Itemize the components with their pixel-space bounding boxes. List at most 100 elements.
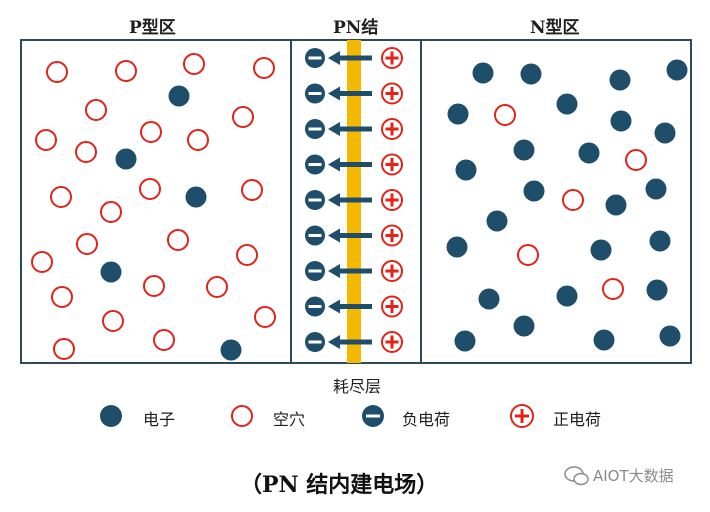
legend-electron-label: 电子 — [143, 410, 176, 429]
electron — [649, 230, 671, 252]
negative-charge — [305, 296, 325, 317]
field-arrow — [328, 157, 372, 172]
positive-charge — [381, 82, 403, 105]
watermark-text: AIOT大数据 — [593, 467, 674, 485]
p-region-label: P型区 — [129, 18, 176, 38]
wechat-icon — [564, 466, 589, 486]
electron — [590, 239, 612, 261]
hole — [253, 57, 275, 79]
electron — [646, 279, 668, 301]
n-region-box — [420, 39, 692, 364]
p-region-particles — [31, 53, 276, 361]
electron — [447, 103, 469, 125]
hole — [625, 149, 647, 171]
positive-charge — [381, 153, 403, 176]
n-region-particles — [446, 59, 688, 352]
negative-charge — [305, 119, 325, 139]
hole — [140, 121, 162, 143]
hole — [85, 99, 107, 121]
positive-charge — [381, 189, 403, 211]
electron — [609, 69, 631, 91]
hole — [31, 251, 53, 273]
electron — [168, 85, 190, 107]
hole — [51, 286, 73, 308]
hole — [254, 306, 276, 328]
positive-charge — [381, 260, 403, 282]
negative-charge — [305, 48, 325, 68]
hole — [494, 104, 516, 126]
hole — [232, 106, 254, 128]
legend-positive-charge-icon — [510, 404, 534, 428]
electron — [520, 63, 542, 85]
hole — [75, 141, 97, 163]
field-arrow — [328, 193, 372, 207]
electron — [220, 339, 242, 361]
watermark: AIOT大数据 — [593, 465, 674, 486]
hole — [46, 61, 68, 83]
hole — [115, 60, 137, 82]
figure-caption: （PN 结内建电场） — [240, 472, 439, 498]
electron — [605, 194, 627, 216]
negative-charge — [305, 154, 325, 175]
hole — [187, 129, 209, 151]
hole — [517, 244, 539, 266]
electron — [556, 285, 578, 307]
hole — [206, 276, 228, 298]
electron — [645, 178, 667, 200]
legend-hole-icon — [231, 405, 253, 427]
electron — [478, 288, 500, 310]
electron — [454, 330, 476, 352]
field-arrow — [328, 86, 372, 101]
hole — [35, 129, 57, 151]
hole — [183, 53, 205, 75]
positive-charge — [381, 295, 403, 318]
electron — [100, 261, 122, 283]
legend-electron-icon — [100, 405, 122, 427]
field-arrow — [328, 228, 372, 243]
negative-charge — [305, 225, 325, 246]
pn-junction-label: PN结 — [333, 18, 379, 38]
negative-charge — [305, 332, 325, 352]
hole — [241, 179, 263, 201]
hole — [100, 201, 122, 223]
hole — [102, 310, 124, 332]
electron — [654, 122, 676, 144]
hole — [143, 275, 165, 297]
electron — [446, 236, 468, 258]
legend-negative-charge-icon — [362, 405, 384, 427]
negative-charge — [305, 261, 325, 281]
electron — [578, 142, 600, 164]
hole — [139, 178, 161, 200]
field-arrow — [328, 51, 372, 65]
positive-charge — [381, 331, 403, 353]
electron — [513, 139, 535, 161]
legend-hole-label: 空穴 — [273, 410, 306, 429]
junction-charges — [305, 47, 403, 353]
field-arrow — [328, 122, 372, 136]
electron — [115, 148, 137, 170]
field-arrow — [328, 335, 372, 349]
positive-charge — [381, 224, 403, 247]
field-arrow — [328, 264, 372, 278]
hole — [53, 338, 75, 360]
electron — [455, 159, 477, 181]
legend-positive-charge-label: 正电荷 — [553, 410, 602, 429]
n-region-label: N型区 — [530, 18, 580, 38]
field-arrow — [328, 299, 372, 314]
electron — [486, 210, 508, 232]
electron — [610, 110, 632, 132]
hole — [562, 189, 584, 211]
electron — [523, 180, 545, 202]
negative-charge — [305, 190, 325, 210]
electron — [185, 186, 207, 208]
electron — [593, 329, 615, 351]
negative-charge — [305, 83, 325, 104]
positive-charge — [381, 47, 403, 69]
electron — [472, 62, 494, 84]
hole — [167, 229, 189, 251]
electron — [556, 93, 578, 115]
legend-negative-charge-label: 负电荷 — [402, 410, 451, 429]
hole — [602, 278, 624, 300]
hole — [153, 329, 175, 351]
